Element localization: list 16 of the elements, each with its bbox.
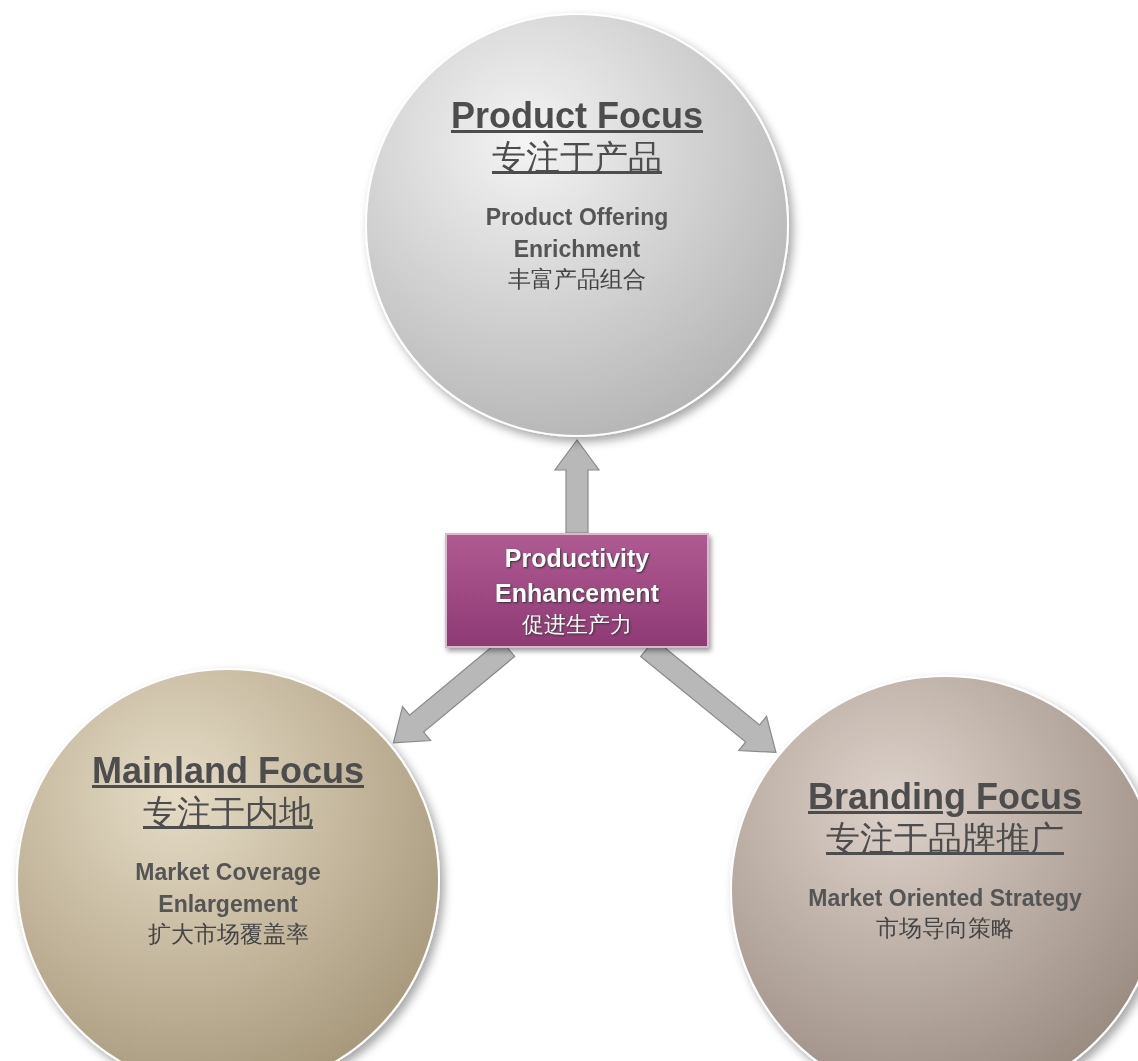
heading: 专注于品牌推广 xyxy=(826,817,1064,860)
box-label: Productivity Enhancement xyxy=(494,543,660,610)
box-label: 促进生产力 xyxy=(522,611,632,640)
description: Market Coverage Enlargement xyxy=(134,857,322,919)
description: 扩大市场覆盖率 xyxy=(147,920,309,950)
description: 丰富产品组合 xyxy=(508,265,646,295)
heading: Mainland Focus xyxy=(92,749,364,792)
heading: 专注于产品 xyxy=(492,136,662,179)
heading: Branding Focus xyxy=(808,776,1082,818)
heading: 专注于内地 xyxy=(143,791,313,834)
heading: Product Focus xyxy=(451,94,703,137)
description: Market Oriented Strategy xyxy=(808,883,1082,913)
description: 市场导向策略 xyxy=(876,914,1014,944)
process-box xyxy=(445,533,709,648)
block-arrow xyxy=(553,439,601,534)
description: Product Offering Enrichment xyxy=(484,202,670,264)
